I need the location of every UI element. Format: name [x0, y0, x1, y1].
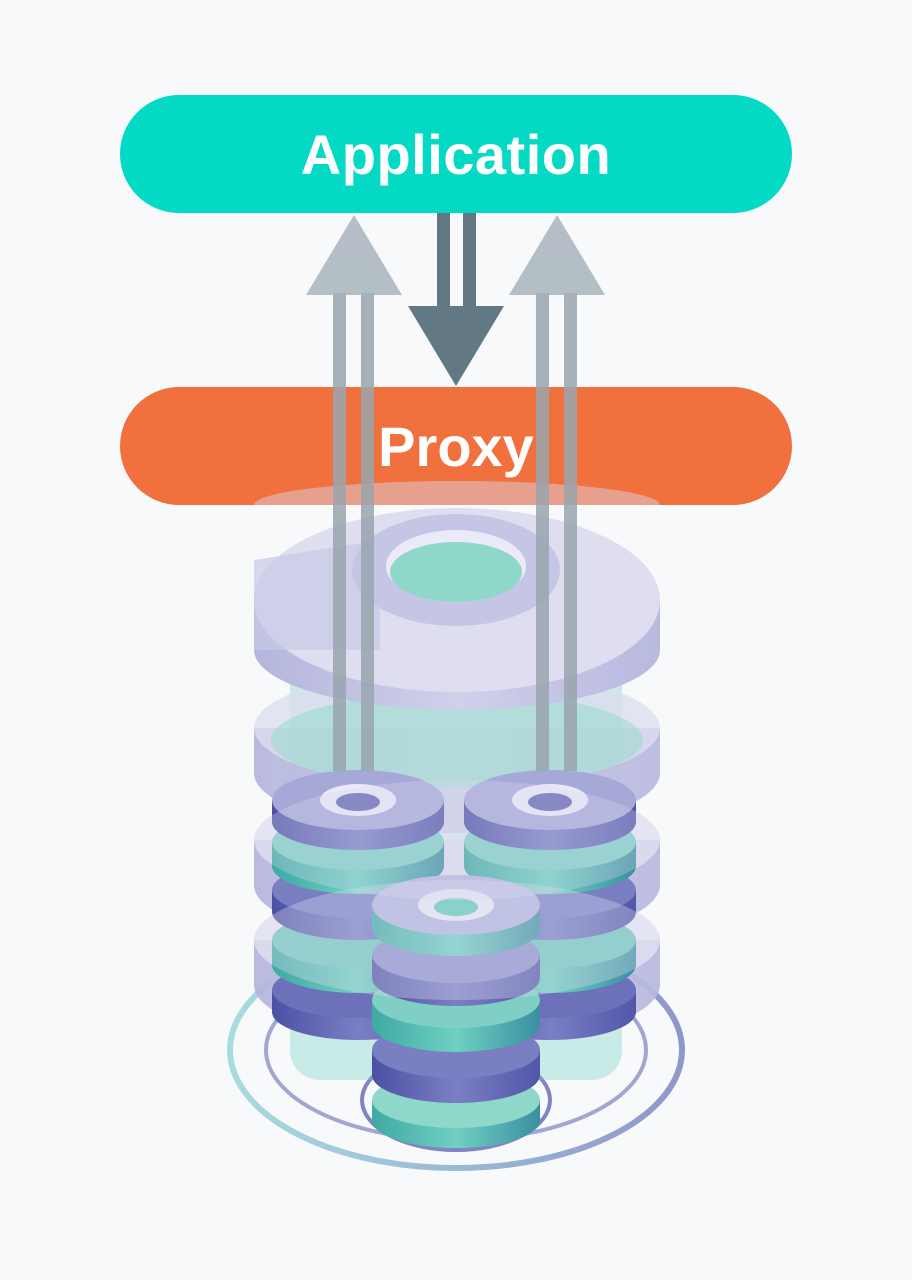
proxy-block	[120, 387, 792, 505]
cluster-overlay	[254, 780, 660, 1000]
application-label: Application	[300, 122, 612, 186]
proxy-label: Proxy	[378, 414, 534, 478]
application-block: Application	[120, 95, 792, 213]
node-stack-center	[372, 875, 540, 1148]
node-stack-left	[272, 770, 444, 1040]
top-disk	[254, 508, 660, 710]
proxy-label-wrap: Proxy	[120, 387, 792, 505]
